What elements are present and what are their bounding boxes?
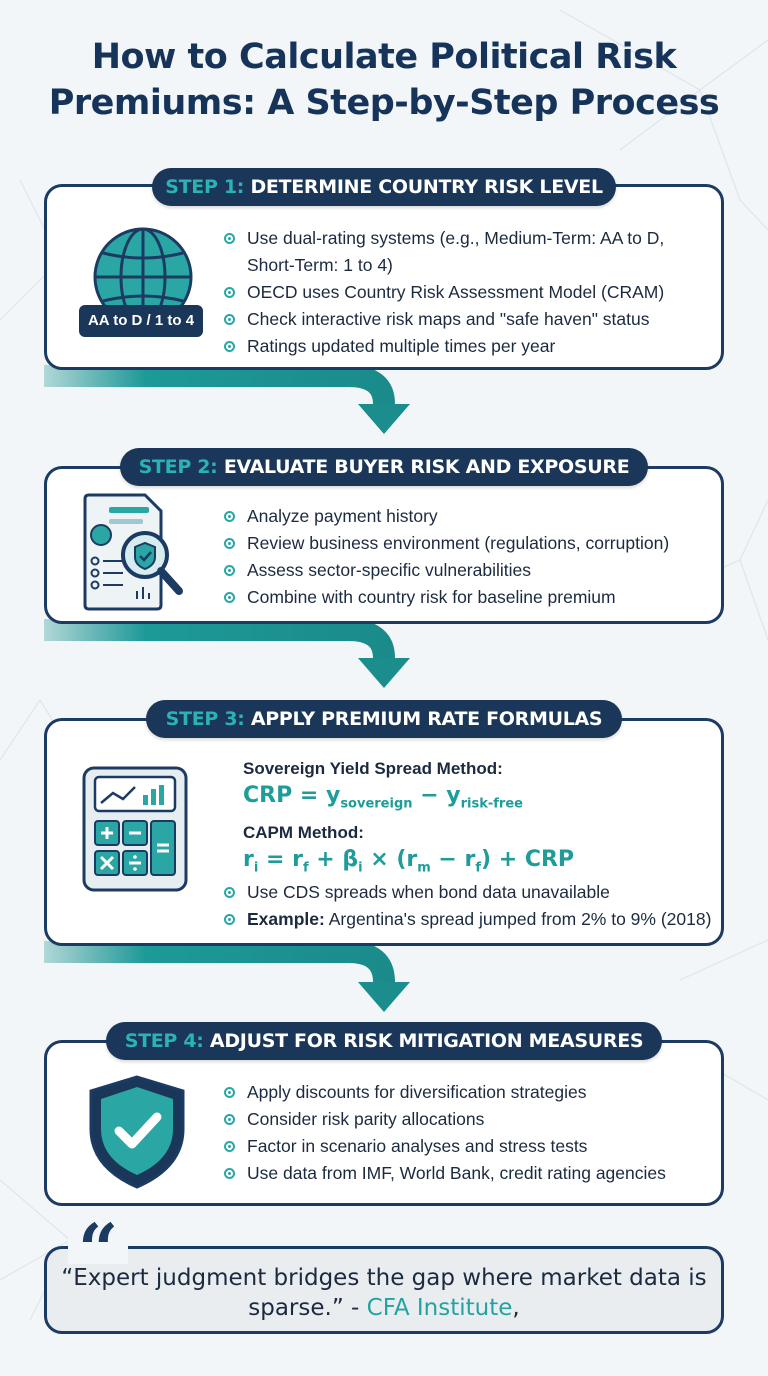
step-4-header: STEP 4: ADJUST FOR RISK MITIGATION MEASU… xyxy=(106,1022,662,1060)
step-number: STEP 2: xyxy=(138,456,218,478)
list-item: Example: Argentina's spread jumped from … xyxy=(223,906,719,933)
list-item: Use dual-rating systems (e.g., Medium-Te… xyxy=(223,225,703,279)
shield-check-icon xyxy=(89,1075,185,1189)
connector-arrow-3 xyxy=(44,941,410,1012)
list-item: Consider risk parity allocations xyxy=(223,1106,713,1133)
step-1-bullets: Use dual-rating systems (e.g., Medium-Te… xyxy=(223,225,703,360)
quote-source: CFA Institute xyxy=(366,1295,513,1321)
step-title: EVALUATE BUYER RISK AND EXPOSURE xyxy=(223,456,630,478)
step-number: STEP 3: xyxy=(165,708,245,730)
step-3-card: Sovereign Yield Spread Method: CRP = yso… xyxy=(44,718,724,946)
list-item: Use data from IMF, World Bank, credit ra… xyxy=(223,1160,713,1187)
title-line-1: How to Calculate Political Risk xyxy=(91,37,677,77)
sovereign-formula: CRP = ysovereign − yrisk-free xyxy=(243,783,523,812)
quote-text: “Expert judgment bridges the gap where m… xyxy=(61,1265,707,1321)
step-4-bullets: Apply discounts for diversification stra… xyxy=(223,1079,713,1187)
step-3-bullets: Use CDS spreads when bond data unavailab… xyxy=(223,879,719,933)
example-label: Example: xyxy=(247,909,325,929)
page-title: How to Calculate Political Risk Premiums… xyxy=(40,34,728,126)
step-2-header: STEP 2: EVALUATE BUYER RISK AND EXPOSURE xyxy=(120,448,648,486)
list-item: Factor in scenario analyses and stress t… xyxy=(223,1133,713,1160)
step-3-header: STEP 3: APPLY PREMIUM RATE FORMULAS xyxy=(146,700,622,738)
step-4-card: Apply discounts for diversification stra… xyxy=(44,1040,724,1206)
list-item: OECD uses Country Risk Assessment Model … xyxy=(223,279,703,306)
capm-method-heading: CAPM Method: xyxy=(243,823,364,842)
sovereign-method-heading: Sovereign Yield Spread Method: xyxy=(243,759,503,778)
globe-icon-label: AA to D / 1 to 4 xyxy=(87,312,195,329)
connector-arrow-2 xyxy=(44,619,410,688)
step-title: ADJUST FOR RISK MITIGATION MEASURES xyxy=(209,1030,644,1052)
step-number: STEP 1: xyxy=(165,176,245,198)
step-1-card: AA to D / 1 to 4 Use dual-rating systems… xyxy=(44,184,724,370)
calculator-icon xyxy=(82,766,188,892)
list-item: Analyze payment history xyxy=(223,503,713,530)
title-line-2: Premiums: A Step-by-Step Process xyxy=(48,83,720,123)
quote-mark-icon: “ xyxy=(68,1215,129,1285)
globe-icon xyxy=(79,227,203,337)
step-2-card: Analyze payment history Review business … xyxy=(44,466,724,624)
list-item: Ratings updated multiple times per year xyxy=(223,333,703,360)
list-item: Apply discounts for diversification stra… xyxy=(223,1079,713,1106)
step-2-bullets: Analyze payment history Review business … xyxy=(223,503,713,611)
document-magnifier-icon xyxy=(83,493,183,611)
step-1-header: STEP 1: DETERMINE COUNTRY RISK LEVEL xyxy=(152,168,616,206)
list-item: Combine with country risk for baseline p… xyxy=(223,584,713,611)
connector-arrow-1 xyxy=(44,365,410,434)
list-item: Use CDS spreads when bond data unavailab… xyxy=(223,879,719,906)
step-title: APPLY PREMIUM RATE FORMULAS xyxy=(250,708,603,730)
quote-card: “Expert judgment bridges the gap where m… xyxy=(44,1246,724,1334)
list-item: Assess sector-specific vulnerabilities xyxy=(223,557,713,584)
list-item: Check interactive risk maps and "safe ha… xyxy=(223,306,703,333)
step-title: DETERMINE COUNTRY RISK LEVEL xyxy=(250,176,603,198)
step-number: STEP 4: xyxy=(124,1030,204,1052)
capm-formula: ri = rf + βi × (rm − rf) + CRP xyxy=(243,847,575,876)
list-item: Review business environment (regulations… xyxy=(223,530,713,557)
